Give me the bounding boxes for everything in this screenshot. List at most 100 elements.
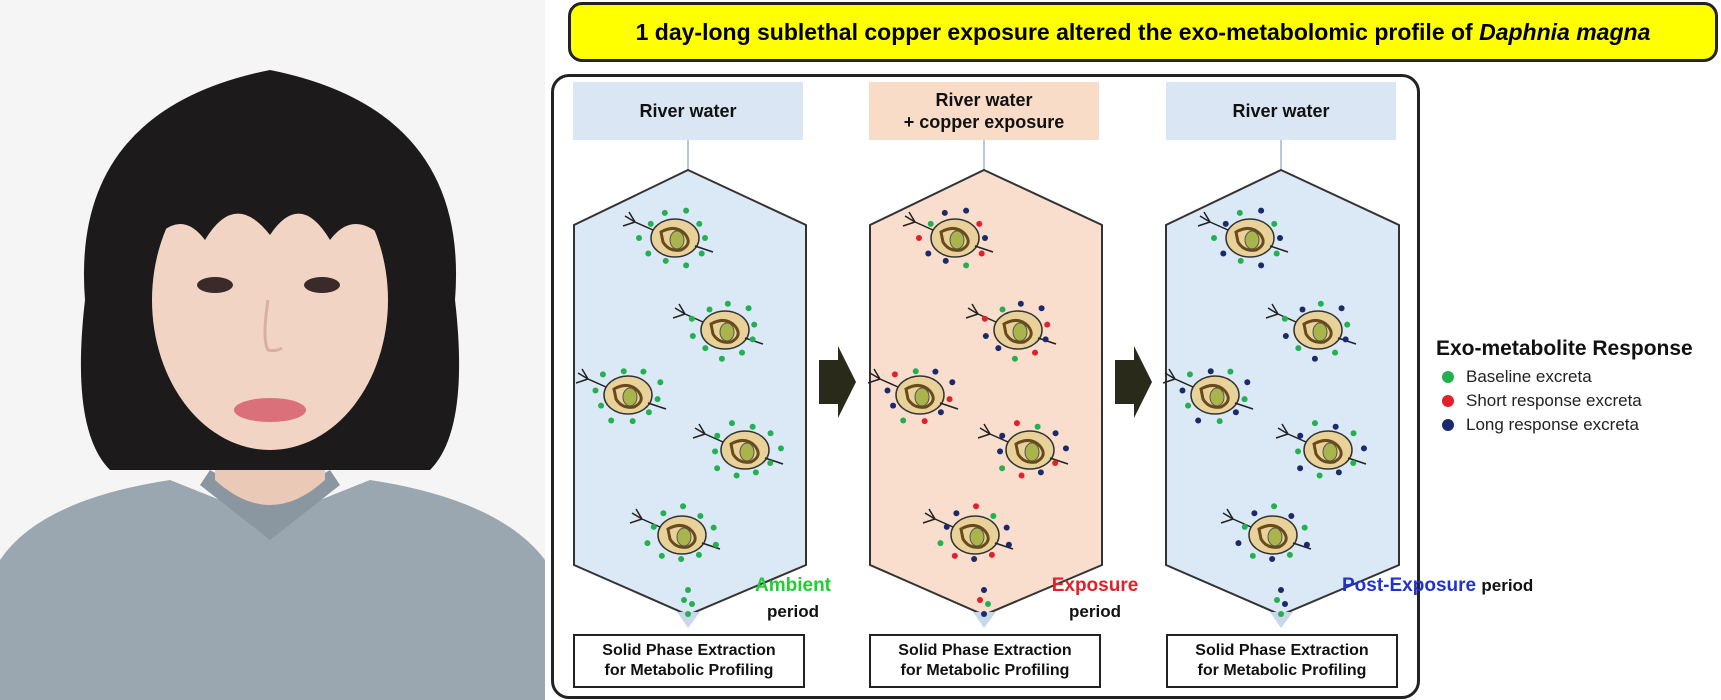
excreta-dot bbox=[654, 396, 661, 403]
excreta-dot bbox=[658, 552, 665, 559]
stage-label-1: River water bbox=[639, 101, 737, 121]
excreta-dot bbox=[1303, 541, 1310, 548]
excreta-dots bbox=[592, 207, 1367, 617]
excreta-dot bbox=[990, 513, 997, 520]
right-arrow-icon bbox=[819, 346, 856, 418]
excreta-dot bbox=[988, 551, 995, 558]
excreta-dot bbox=[1011, 355, 1018, 362]
excreta-dot bbox=[981, 315, 988, 322]
excreta-dot bbox=[689, 332, 696, 339]
drip-dot bbox=[689, 601, 695, 607]
short-dot-icon bbox=[1442, 395, 1454, 407]
drip-dot bbox=[1282, 601, 1288, 607]
excreta-dot bbox=[697, 513, 704, 520]
excreta-dot bbox=[997, 448, 1004, 455]
excreta-dot bbox=[963, 207, 970, 214]
excreta-dot bbox=[695, 551, 702, 558]
excreta-dot bbox=[1286, 551, 1293, 558]
excreta-dot bbox=[714, 432, 721, 439]
period-title: Exposure bbox=[1051, 575, 1139, 596]
drip-dot bbox=[1278, 611, 1284, 617]
excreta-dot bbox=[712, 448, 719, 455]
excreta-dot bbox=[620, 368, 627, 375]
excreta-dot bbox=[925, 250, 932, 257]
legend-item-short: Short response excreta bbox=[1442, 391, 1721, 411]
excreta-dot bbox=[733, 472, 740, 479]
excreta-dot bbox=[749, 423, 756, 430]
excreta-dot bbox=[1311, 355, 1318, 362]
stage-header-bg-3 bbox=[1166, 82, 1396, 140]
excreta-dot bbox=[1241, 396, 1248, 403]
excreta-dot bbox=[995, 345, 1002, 352]
excreta-dot bbox=[636, 235, 642, 241]
period-sub: period bbox=[767, 602, 819, 621]
excreta-dot bbox=[1258, 262, 1265, 269]
excreta-dot bbox=[645, 409, 652, 416]
excreta-dot bbox=[937, 540, 944, 547]
excreta-dot bbox=[982, 332, 989, 339]
excreta-dot bbox=[884, 387, 891, 394]
excreta-dot bbox=[1271, 503, 1278, 510]
excreta-dot bbox=[1273, 250, 1280, 257]
excreta-dot bbox=[1360, 445, 1367, 452]
stage-label-2: River water + copper exposure bbox=[903, 90, 1065, 132]
period-title: Post-Exposure bbox=[1342, 575, 1477, 596]
excreta-dot bbox=[978, 250, 985, 257]
excreta-dot bbox=[739, 349, 746, 356]
excreta-dot bbox=[941, 209, 948, 216]
excreta-dot bbox=[660, 510, 667, 517]
diagram-frame bbox=[551, 74, 1420, 699]
excreta-dot bbox=[1249, 552, 1256, 559]
excreta-dot bbox=[1222, 220, 1229, 227]
excreta-dot bbox=[1244, 379, 1251, 386]
excreta-dot bbox=[1052, 430, 1059, 437]
excreta-dot bbox=[645, 250, 652, 257]
drip-dot bbox=[977, 597, 983, 603]
drip-dot bbox=[681, 597, 687, 603]
portrait-photo bbox=[0, 0, 545, 700]
legend-title: Exo-metabolite Response bbox=[1436, 337, 1693, 360]
title-banner: 1 day-long sublethal copper exposure alt… bbox=[568, 2, 1718, 62]
baseline-dot-icon bbox=[1442, 371, 1454, 383]
excreta-dot bbox=[1288, 513, 1295, 520]
excreta-dot bbox=[1269, 555, 1276, 562]
excreta-dot bbox=[1195, 417, 1202, 424]
legend-item-baseline: Baseline excreta bbox=[1442, 367, 1721, 387]
excreta-dot bbox=[714, 465, 721, 472]
excreta-dot bbox=[1237, 257, 1244, 264]
excreta-dot bbox=[1220, 250, 1227, 257]
excreta-dot bbox=[661, 209, 668, 216]
excreta-dot bbox=[598, 402, 605, 409]
excreta-dot bbox=[1317, 300, 1324, 307]
excreta-dot bbox=[1232, 409, 1239, 416]
excreta-dot bbox=[599, 371, 606, 378]
excreta-dot bbox=[1044, 321, 1051, 328]
excreta-dot bbox=[1295, 448, 1302, 455]
excreta-dot bbox=[1052, 459, 1059, 466]
excreta-dot bbox=[1350, 459, 1357, 466]
excreta-dot bbox=[890, 402, 897, 409]
excreta-dot bbox=[745, 305, 752, 312]
excreta-dot bbox=[949, 379, 956, 386]
excreta-dot bbox=[891, 371, 898, 378]
excreta-dot bbox=[1179, 387, 1186, 394]
excreta-dot bbox=[976, 220, 983, 227]
excreta-dot bbox=[767, 430, 774, 437]
excreta-dot bbox=[1042, 336, 1049, 343]
excreta-dot bbox=[1335, 469, 1342, 476]
excreta-dot bbox=[1062, 445, 1069, 452]
excreta-dot bbox=[724, 300, 731, 307]
excreta-dot bbox=[1013, 420, 1020, 427]
excreta-dot bbox=[1227, 368, 1234, 375]
legend: Exo-metabolite Response Baseline excreta… bbox=[1436, 337, 1721, 435]
excreta-dot bbox=[1301, 524, 1308, 531]
title-prefix: 1 day-long sublethal copper exposure alt… bbox=[635, 18, 1480, 45]
excreta-dot bbox=[749, 336, 756, 343]
excreta-dot bbox=[1271, 220, 1278, 227]
excreta-dot bbox=[1034, 423, 1041, 430]
excreta-dot bbox=[999, 465, 1006, 472]
excreta-dot bbox=[900, 417, 907, 424]
excreta-dot bbox=[751, 321, 758, 328]
excreta-dot bbox=[712, 541, 719, 548]
